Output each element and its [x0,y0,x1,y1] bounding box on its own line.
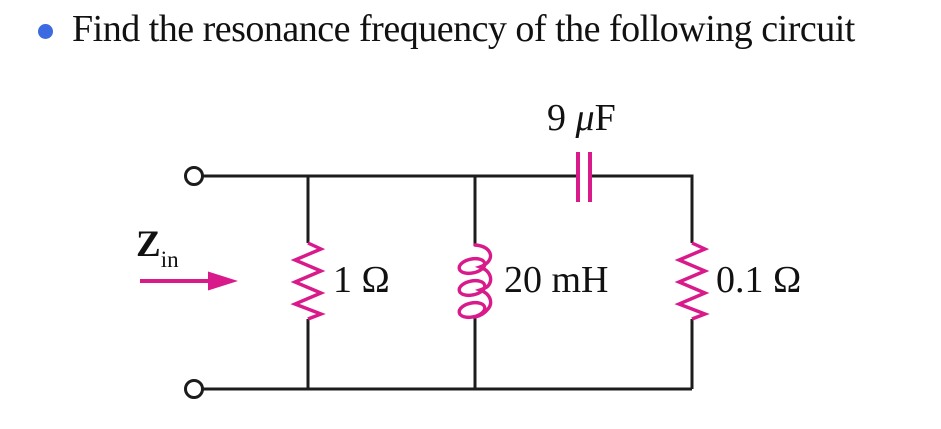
page-title: Find the resonance frequency of the foll… [72,8,855,50]
top-terminal-icon [184,166,204,186]
capacitor-label-unit: F [594,97,616,139]
input-impedance-label: Zin [136,224,179,271]
top-wire-right-segment [592,174,694,243]
resistor-2-label: 0.1 Ω [716,259,802,301]
capacitor-label-mu: μ [575,97,595,139]
inductor-label: 20 mH [504,259,609,301]
bullet-icon [38,24,53,39]
resistor-2-zigzag [674,241,710,321]
inductor-loop-2 [457,278,487,298]
input-impedance-symbol: Z [136,224,161,265]
inductor-loop-1 [457,256,487,276]
resistor-1-zigzag [290,241,326,321]
input-impedance-subscript: in [160,247,179,272]
impedance-arrow-head [208,271,238,291]
capacitor-label-value: 9 [547,97,576,139]
inductor-coil [473,243,493,319]
inductor-loop-3 [457,300,487,320]
capacitor-label: 9 μF [547,99,616,137]
resistor-1-label: 1 Ω [333,259,390,301]
bottom-terminal-icon [184,379,204,399]
